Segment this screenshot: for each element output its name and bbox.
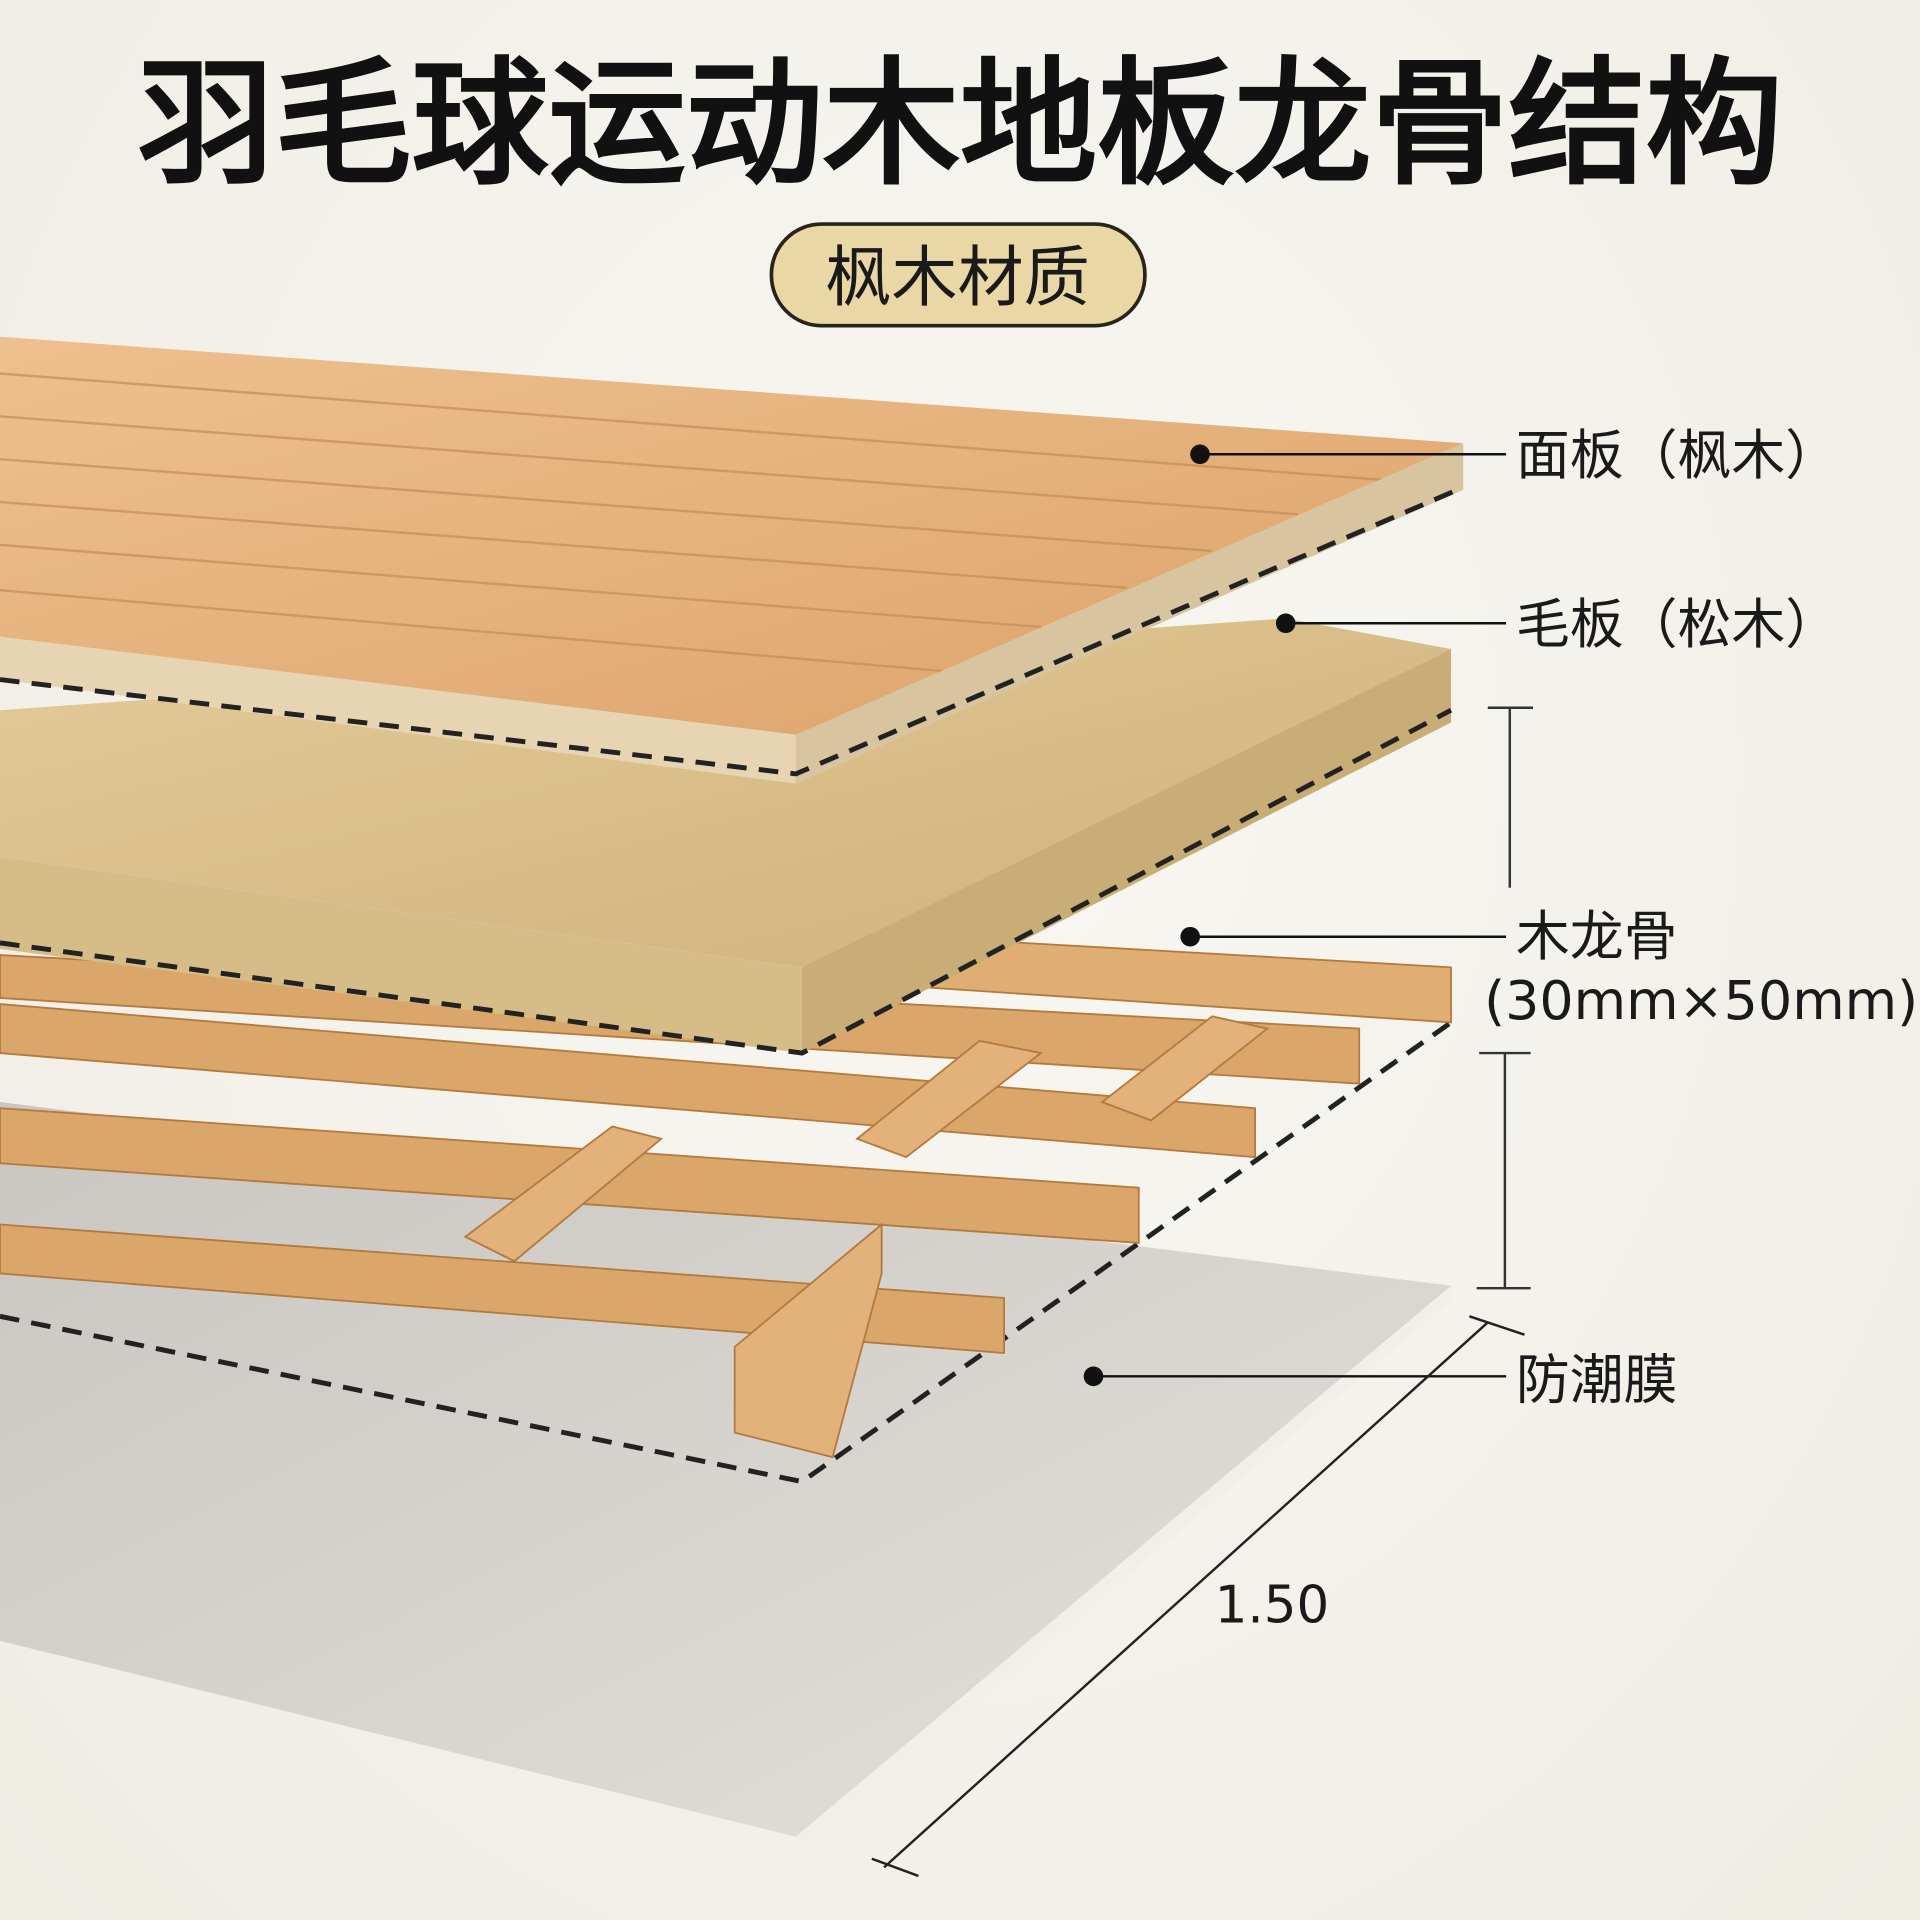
callout-panel: 面板（枫木） <box>1190 424 1839 487</box>
callout-membrane: 防潮膜 <box>1083 1348 1678 1411</box>
label-joist: 木龙骨 <box>1516 905 1678 968</box>
callout-joist: 木龙骨 (30mm×50mm) <box>1180 706 1918 1290</box>
page-title: 羽毛球运动木地板龙骨结构 <box>137 45 1783 204</box>
dimension-line <box>871 1315 1525 1878</box>
material-badge: 枫木材质 <box>769 222 1147 328</box>
label-membrane: 防潮膜 <box>1516 1348 1678 1411</box>
label-panel: 面板（枫木） <box>1516 424 1839 487</box>
label-subfloor: 毛板（松木） <box>1516 593 1839 656</box>
label-joist-size: (30mm×50mm) <box>1484 969 1918 1032</box>
material-badge-label: 枫木材质 <box>825 239 1089 316</box>
callout-subfloor: 毛板（松木） <box>1275 593 1839 656</box>
dimension-value: 1.50 <box>1215 1575 1329 1635</box>
maple-panel-layer <box>0 336 1465 784</box>
